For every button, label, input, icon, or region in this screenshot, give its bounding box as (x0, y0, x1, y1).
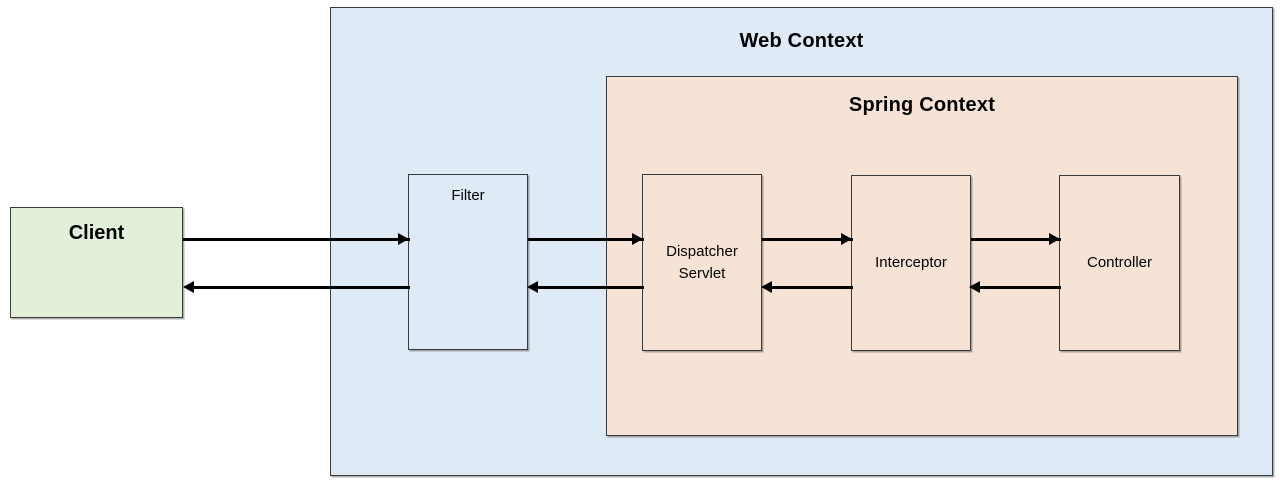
edge-dispatcher-to-interceptor (762, 238, 853, 241)
edge-filter-to-client (194, 286, 410, 289)
node-interceptor-label: Interceptor (875, 254, 947, 271)
edge-controller-to-interceptor (980, 286, 1061, 289)
node-controller-label: Controller (1086, 254, 1153, 271)
node-client-label: Client (68, 222, 125, 244)
node-dispatcher-servlet[interactable]: Dispatcher Servlet (642, 174, 762, 351)
node-client[interactable]: Client (10, 207, 183, 318)
edge-filter-to-client-arrowhead (183, 281, 194, 293)
edge-interceptor-to-dispatcher (772, 286, 853, 289)
edge-dispatcher-to-filter-arrowhead (527, 281, 538, 293)
node-dispatcher-servlet-label: Dispatcher Servlet (666, 242, 738, 282)
edge-filter-to-dispatcher (528, 238, 644, 241)
edge-interceptor-to-controller (971, 238, 1061, 241)
node-interceptor[interactable]: Interceptor (851, 175, 971, 351)
edge-dispatcher-to-filter (538, 286, 644, 289)
edge-client-to-filter-arrowhead (398, 233, 409, 245)
node-filter-label: Filter (451, 187, 485, 204)
edge-interceptor-to-dispatcher-arrowhead (761, 281, 772, 293)
edge-filter-to-dispatcher-arrowhead (632, 233, 643, 245)
node-controller[interactable]: Controller (1059, 175, 1180, 351)
container-web-context-title: Web Context (739, 30, 864, 52)
edge-interceptor-to-controller-arrowhead (1049, 233, 1060, 245)
edge-client-to-filter (183, 238, 410, 241)
edge-controller-to-interceptor-arrowhead (969, 281, 980, 293)
container-spring-context-title: Spring Context (848, 94, 996, 116)
node-filter[interactable]: Filter (408, 174, 528, 350)
edge-dispatcher-to-interceptor-arrowhead (841, 233, 852, 245)
